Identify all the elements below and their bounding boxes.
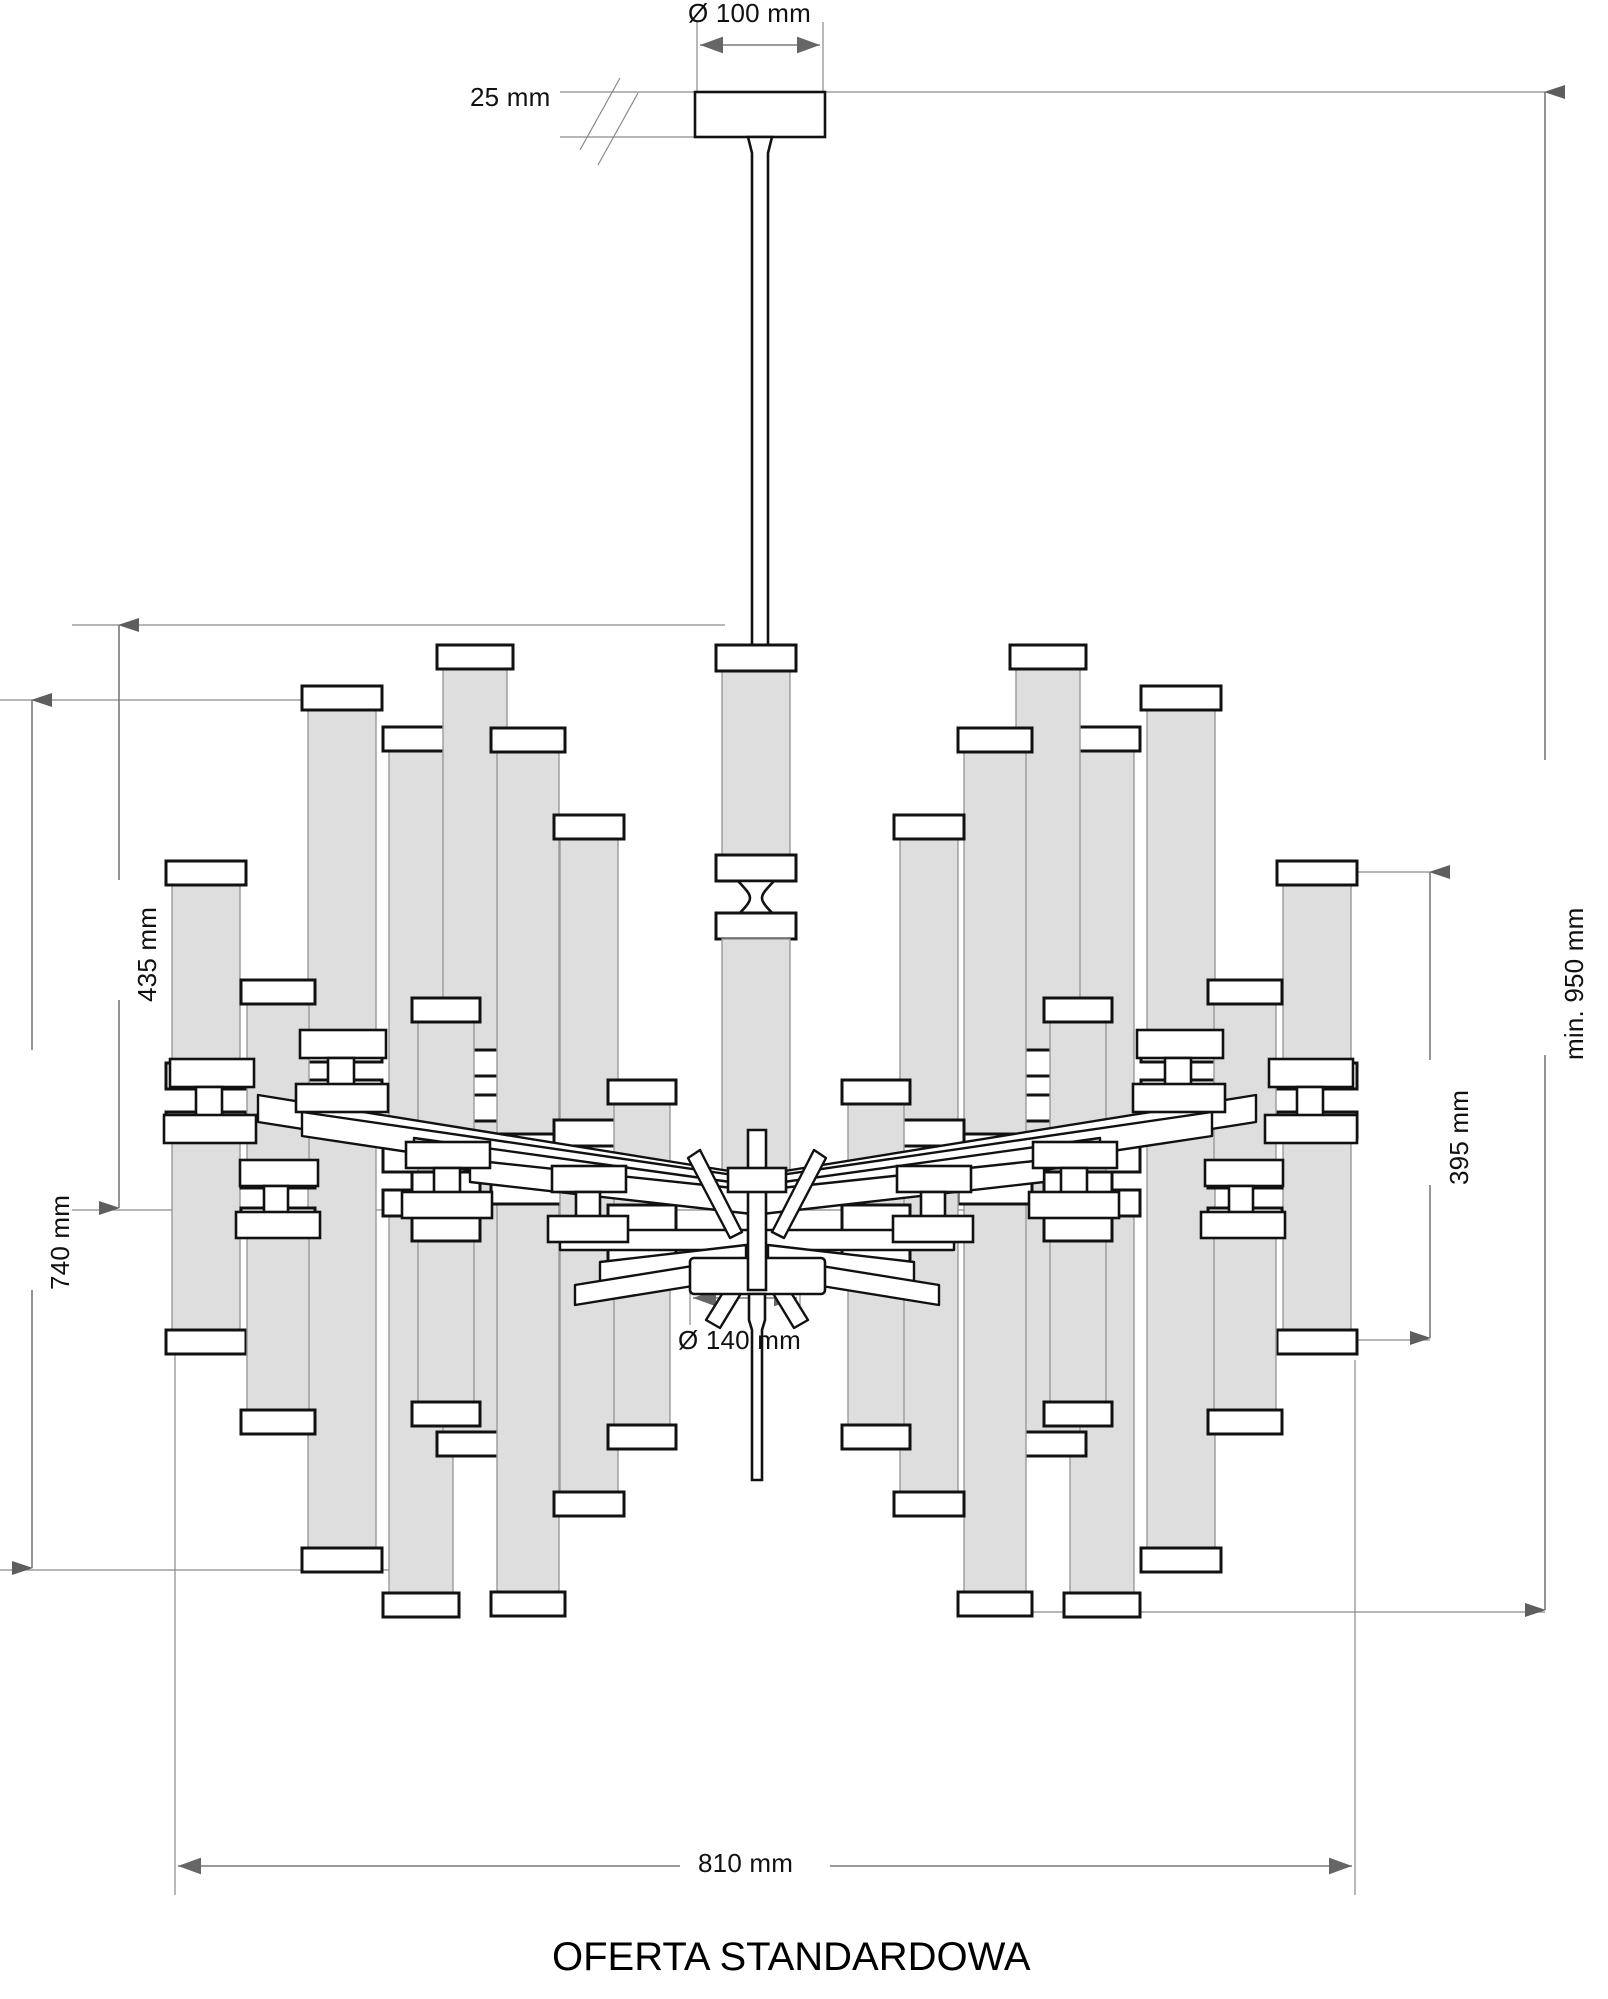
label-upper-section: 435 mm xyxy=(132,906,162,1002)
label-body-height: 740 mm xyxy=(45,1194,75,1290)
label-hub-diameter: Ø 140 mm xyxy=(678,1325,801,1355)
drawing-title: OFERTA STANDARDOWA xyxy=(552,1935,1031,1979)
central-hub-arms xyxy=(162,1028,1359,1482)
label-canopy-diameter: Ø 100 mm xyxy=(688,0,811,28)
label-min-total-height: min. 950 mm xyxy=(1559,907,1589,1060)
dimension-lines xyxy=(12,36,1565,1875)
label-canopy-height: 25 mm xyxy=(470,82,551,112)
label-lower-section: 395 mm xyxy=(1444,1089,1474,1185)
canopy-and-stem xyxy=(693,90,827,654)
center-rod xyxy=(714,643,798,1200)
label-overall-width: 810 mm xyxy=(698,1848,794,1878)
